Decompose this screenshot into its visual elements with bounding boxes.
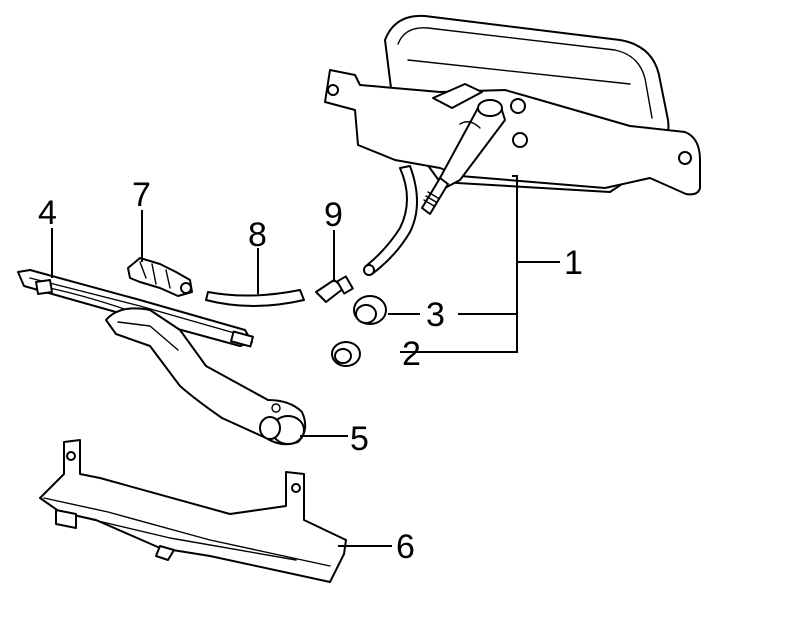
callout-8: 8 xyxy=(248,216,267,254)
callout-3: 3 xyxy=(426,296,445,334)
callout-2: 2 xyxy=(402,335,421,373)
wiper-motor-part-1 xyxy=(324,14,701,276)
nut-part-2 xyxy=(331,341,361,367)
callout-9: 9 xyxy=(324,196,343,234)
callout-7: 7 xyxy=(132,176,151,214)
wiper-arm-part-5 xyxy=(105,307,307,446)
clip-part-7 xyxy=(127,257,193,297)
callout-5: 5 xyxy=(350,420,369,458)
leader-lines xyxy=(51,175,560,547)
callout-4: 4 xyxy=(38,194,57,232)
grommet-part-3 xyxy=(353,295,387,325)
callout-1: 1 xyxy=(564,244,583,282)
washer-hose-part-8 xyxy=(205,289,305,307)
cowl-moulding-part-6 xyxy=(39,439,347,583)
nozzle-part-9 xyxy=(315,275,354,303)
callout-6: 6 xyxy=(396,528,415,566)
callout-labels: 1 2 3 4 5 6 7 8 9 xyxy=(38,176,583,566)
